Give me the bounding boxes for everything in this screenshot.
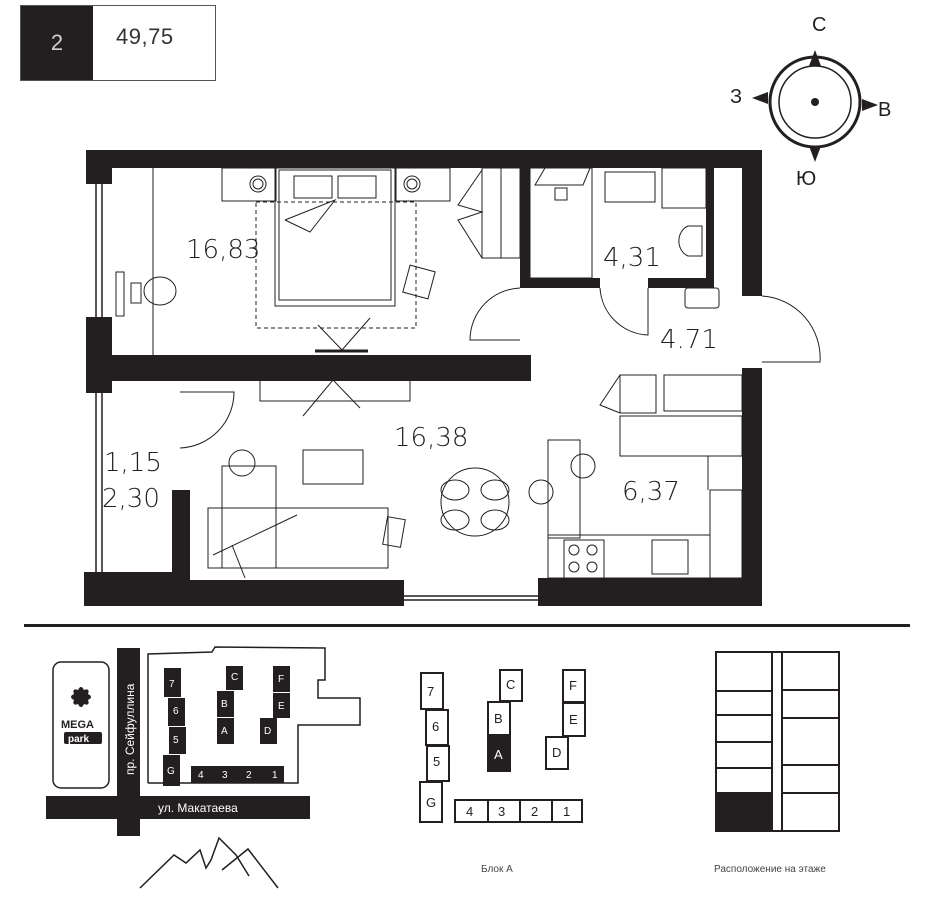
compass-center-dot [811,98,819,106]
compass-east-label: В [878,99,892,121]
section-divider [24,624,910,627]
svg-text:6: 6 [173,706,179,717]
street-seifullin-label: пр. Сейфуллина [123,683,137,775]
street-makataev [46,796,310,819]
svg-text:4: 4 [466,804,473,819]
bathroom-area-label: 4,31 [603,243,661,273]
balcony-total-area-label: 2,30 [102,484,160,514]
svg-text:1: 1 [272,770,278,781]
site-blocks [163,666,290,786]
walls [84,150,762,606]
svg-text:A: A [494,747,503,762]
rooms-count-badge: 2 [21,6,93,80]
svg-text:B: B [494,711,503,726]
svg-text:3: 3 [498,804,505,819]
svg-text:1: 1 [563,804,570,819]
compass-south-label: Ю [796,168,817,190]
street-seifullin [117,648,140,836]
mega-park-mall [52,661,110,789]
svg-text:D: D [264,726,271,737]
svg-text:6: 6 [432,719,439,734]
svg-text:F: F [278,674,284,685]
svg-text:2: 2 [531,804,538,819]
svg-text:5: 5 [433,754,440,769]
floor-location-caption: Расположение на этаже [714,864,826,875]
svg-text:4: 4 [198,770,204,781]
svg-text:7: 7 [169,679,175,690]
south-arrow-icon [809,146,821,162]
site-block-labels: 7 6 5 G C B A F E D 4 3 2 1 [167,672,285,781]
compass-rose [752,50,878,162]
mega-park-flower-icon [71,687,91,707]
block-plan: 7 6 5 G C B A F E D 4 3 2 1 [419,669,586,823]
apartment-floor-plan: 16,83 4,31 4.71 16,38 6,37 1,15 2,30 [84,150,821,606]
north-arrow-icon [809,50,821,66]
compass-west-label: З [730,86,743,108]
svg-text:E: E [569,712,578,727]
kitchen-area-label: 6,37 [622,477,680,507]
floor-location-plan [715,651,840,832]
svg-text:A: A [221,726,228,737]
svg-text:F: F [569,678,577,693]
svg-text:E: E [278,701,285,712]
living-room-area-label: 16,38 [394,423,468,453]
svg-text:D: D [552,745,561,760]
svg-text:G: G [167,766,175,777]
mountains-icon [139,836,250,889]
apartment-summary-box: 2 49,75 [20,5,216,81]
mall-logo-mega: MEGA [61,719,94,731]
hallway-area-label: 4.71 [660,325,718,355]
svg-text:3: 3 [222,770,228,781]
street-makataev-label: ул. Макатаева [158,801,238,815]
furniture [115,167,821,579]
windows [95,184,538,601]
svg-text:2: 2 [246,770,252,781]
block-plan-caption: Блок А [481,864,513,875]
block-plan-labels: 7 6 5 G C B A F E D 4 3 2 1 [426,677,578,819]
balcony-effective-area-label: 1,15 [104,448,162,478]
bedroom-area-label: 16,83 [186,235,260,265]
svg-text:7: 7 [427,684,434,699]
site-plan-map: MEGA park пр. Сейфуллина ул. Макатаева 7… [46,646,361,889]
west-arrow-icon [752,92,768,104]
svg-text:C: C [506,677,515,692]
total-area-value: 49,75 [116,24,174,49]
svg-text:5: 5 [173,735,179,746]
svg-text:B: B [221,699,228,710]
compass-north-label: С [812,14,827,36]
svg-text:G: G [426,795,436,810]
mountains-icon-secondary [221,847,279,889]
mall-logo-park: park [68,734,90,745]
complex-boundary [147,646,361,784]
svg-text:C: C [231,672,238,683]
east-arrow-icon [862,99,878,111]
